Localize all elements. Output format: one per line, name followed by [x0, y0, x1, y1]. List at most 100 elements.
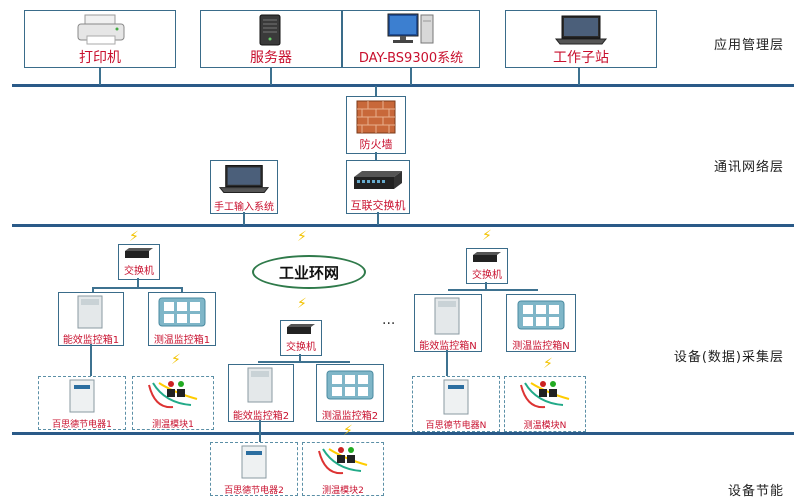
group1-temp-box[interactable]: 测温监控箱1 — [148, 292, 216, 346]
firewall-switch-connector — [375, 152, 377, 161]
network-switch-icon — [125, 248, 153, 258]
laptop-icon — [218, 165, 270, 193]
groupN-temp-module-label: 测温模块N — [523, 421, 567, 431]
layer-label-app-mgmt: 应用管理层 — [713, 38, 784, 53]
group1-trunk — [137, 278, 139, 288]
printer-connector — [99, 66, 101, 85]
group2-temp-module-label: 测温模块2 — [322, 486, 364, 496]
cabinet-icon — [77, 295, 103, 329]
industrial-network-ellipse: 工业环网 — [252, 255, 366, 289]
group2-temp-box-label: 测温监控箱2 — [321, 411, 379, 422]
group1-power-saver-label: 百思德节电器1 — [52, 420, 112, 430]
group1-energy-monitor[interactable]: 能效监控箱1 — [58, 292, 124, 346]
workstation-label: 工作子站 — [553, 50, 609, 66]
group1-power-saver[interactable]: 百思德节电器1 — [38, 376, 126, 430]
group2-energy-monitor[interactable]: 能效监控箱2 — [228, 364, 294, 422]
server-node[interactable]: 服务器 — [200, 10, 342, 68]
network-switch-icon — [287, 324, 315, 334]
manual-input-node[interactable]: 手工输入系统 — [210, 160, 278, 214]
group2-power-saver[interactable]: 百思德节电器2 — [210, 442, 298, 496]
groupN-switch[interactable]: 交换机 — [466, 248, 508, 284]
app-layer-bus — [12, 84, 794, 87]
collection-layer-bus — [12, 432, 794, 435]
workstation-node[interactable]: 工作子站 — [505, 10, 657, 68]
layer-label-network: 通讯网络层 — [713, 160, 784, 175]
temp-sensor-icon — [148, 381, 198, 409]
groupN-energy-monitor-label: 能效监控箱N — [419, 341, 477, 352]
groupN-temp-module[interactable]: 测温模块N — [504, 376, 586, 432]
group2-branch — [258, 361, 350, 363]
group1-switch[interactable]: 交换机 — [118, 244, 160, 280]
layer-label-energy-saving: 设备节能 — [727, 484, 784, 499]
group2-switch[interactable]: 交换机 — [280, 320, 322, 356]
interconnect-switch-node[interactable]: 互联交换机 — [346, 160, 410, 214]
interconnect-switch-connector — [377, 212, 379, 225]
printer-icon — [77, 14, 125, 45]
group2-power-saver-label: 百思德节电器2 — [224, 486, 284, 496]
group2-trunk — [299, 354, 301, 362]
groupN-energy-monitor[interactable]: 能效监控箱N — [414, 294, 482, 352]
printer-node[interactable]: 打印机 — [24, 10, 176, 68]
groupN-monitor-saver-connector — [446, 350, 448, 376]
network-switch-icon — [354, 171, 402, 189]
power-saver-icon — [69, 379, 95, 413]
groupN-power-saver[interactable]: 百思德节电器N — [412, 376, 500, 432]
network-layer-bus — [12, 224, 794, 227]
wireless-bolt-icon: ⚡ — [297, 296, 307, 312]
temp-monitor-box-icon — [326, 370, 374, 400]
power-saver-icon — [241, 445, 267, 479]
group1-switch-label: 交换机 — [124, 266, 154, 277]
system-connector — [410, 66, 412, 85]
server-icon — [259, 14, 281, 46]
firewall-label: 防火墙 — [359, 138, 393, 151]
firewall-node[interactable]: 防火墙 — [346, 96, 406, 154]
wireless-bolt-icon: ⚡ — [171, 352, 181, 368]
group2-temp-module[interactable]: 测温模块2 — [302, 442, 384, 496]
group2-energy-monitor-label: 能效监控箱2 — [232, 411, 290, 422]
group1-branch — [92, 287, 182, 289]
temp-monitor-box-icon — [517, 300, 565, 330]
wireless-bolt-icon: ⚡ — [482, 228, 492, 244]
firewall-icon — [356, 100, 396, 134]
layer-label-collection: 设备(数据)采集层 — [673, 350, 784, 365]
cabinet-icon — [434, 297, 460, 335]
group2-switch-label: 交换机 — [286, 342, 316, 353]
power-saver-icon — [443, 379, 469, 415]
wireless-bolt-icon: ⚡ — [343, 423, 353, 439]
group1-temp-module[interactable]: 测温模块1 — [132, 376, 214, 430]
group1-energy-monitor-label: 能效监控箱1 — [62, 335, 120, 346]
groupN-trunk — [485, 282, 487, 290]
interconnect-switch-label: 互联交换机 — [350, 199, 406, 212]
firewall-up-connector — [375, 86, 377, 96]
group1-monitor-saver-connector — [90, 344, 92, 376]
groupN-temp-box[interactable]: 测温监控箱N — [506, 294, 576, 352]
group1-temp-box-label: 测温监控箱1 — [153, 335, 211, 346]
temp-sensor-icon — [318, 447, 368, 475]
groupN-temp-box-label: 测温监控箱N — [512, 341, 570, 352]
desktop-computer-icon — [387, 13, 434, 44]
system-label: DAY-BS9300系统 — [358, 51, 464, 66]
wireless-bolt-icon: ⚡ — [297, 229, 307, 245]
server-label: 服务器 — [250, 50, 292, 66]
group1-temp-module-label: 测温模块1 — [152, 420, 194, 430]
groupN-branch — [448, 289, 538, 291]
system-node[interactable]: DAY-BS9300系统 — [342, 10, 480, 68]
industrial-network-label: 工业环网 — [278, 264, 339, 282]
groupN-power-saver-label: 百思德节电器N — [425, 421, 487, 431]
group2-monitor-saver-connector — [259, 420, 261, 442]
temp-monitor-box-icon — [158, 297, 206, 327]
more-groups-ellipsis: ... — [382, 312, 396, 328]
cabinet-icon — [247, 367, 273, 403]
workstation-connector — [578, 66, 580, 85]
wireless-bolt-icon: ⚡ — [543, 356, 553, 372]
server-connector — [270, 66, 272, 85]
group2-temp-box[interactable]: 测温监控箱2 — [316, 364, 384, 422]
group1-branch-left — [92, 287, 94, 292]
network-switch-icon — [473, 252, 501, 262]
manual-input-connector — [243, 212, 245, 225]
groupN-switch-label: 交换机 — [472, 270, 502, 281]
temp-sensor-icon — [520, 381, 570, 409]
laptop-icon — [554, 15, 608, 45]
wireless-bolt-icon: ⚡ — [129, 229, 139, 245]
printer-label: 打印机 — [79, 50, 121, 66]
